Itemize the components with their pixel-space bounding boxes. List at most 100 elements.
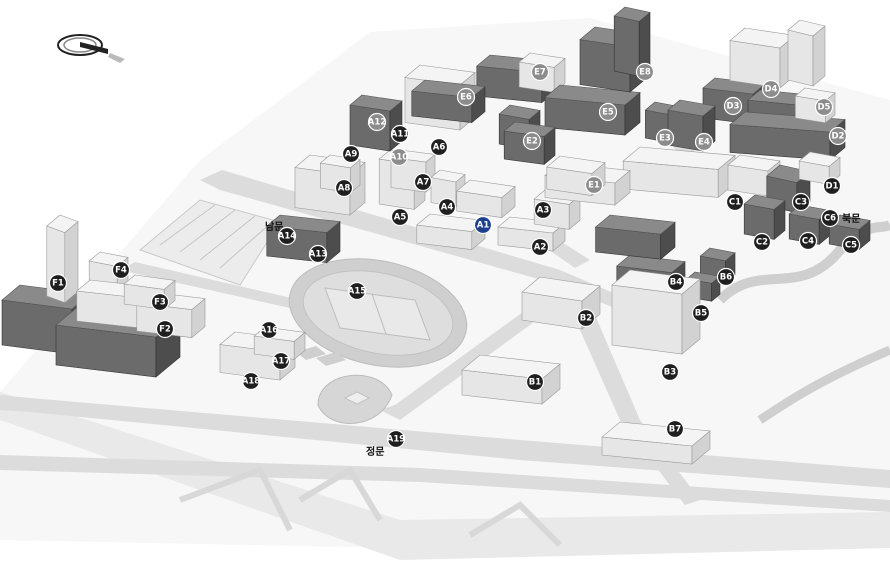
marker-e4[interactable]: E4 (694, 132, 714, 152)
marker-e7[interactable]: E7 (530, 62, 550, 82)
marker-a17[interactable]: A17 (271, 351, 291, 371)
marker-label: E2 (526, 137, 538, 147)
marker-e8[interactable]: E8 (635, 62, 655, 82)
marker-c5[interactable]: C5 (841, 235, 861, 255)
marker-a14[interactable]: A14 (277, 226, 297, 246)
marker-a11[interactable]: A11 (390, 124, 410, 144)
marker-c1[interactable]: C1 (725, 192, 745, 212)
marker-e6[interactable]: E6 (456, 87, 476, 107)
marker-label: B7 (669, 425, 681, 435)
marker-b4[interactable]: B4 (666, 272, 686, 292)
marker-f4[interactable]: F4 (111, 260, 131, 280)
marker-e5[interactable]: E5 (598, 102, 618, 122)
marker-circle (576, 308, 596, 328)
marker-label: B5 (695, 309, 707, 319)
main-gate-label: 정문 (366, 445, 384, 458)
marker-circle (694, 132, 714, 152)
marker-a18[interactable]: A18 (242, 371, 260, 391)
marker-f1[interactable]: F1 (48, 273, 68, 293)
marker-label: E6 (460, 93, 472, 103)
marker-c2[interactable]: C2 (752, 232, 772, 252)
marker-circle (530, 62, 550, 82)
marker-b7[interactable]: B7 (665, 419, 685, 439)
marker-label: A9 (345, 150, 358, 160)
marker-a8[interactable]: A8 (334, 178, 354, 198)
marker-label: E4 (698, 138, 710, 148)
marker-a9[interactable]: A9 (341, 144, 361, 164)
marker-label: A8 (338, 184, 351, 194)
marker-label: B2 (580, 314, 592, 324)
marker-circle (822, 176, 842, 196)
marker-label: C4 (802, 237, 814, 247)
building-block (729, 27, 796, 89)
marker-c4[interactable]: C4 (798, 231, 818, 251)
marker-circle (390, 124, 410, 144)
marker-e2[interactable]: E2 (522, 131, 542, 151)
marker-label: E8 (639, 68, 651, 78)
marker-label: E5 (602, 108, 614, 118)
marker-a7[interactable]: A7 (413, 172, 433, 192)
marker-circle (390, 207, 410, 227)
marker-a4[interactable]: A4 (437, 197, 457, 217)
south-gate-label: 남문 (265, 220, 283, 233)
marker-label: B1 (529, 378, 541, 388)
marker-circle (725, 192, 745, 212)
marker-circle (828, 126, 848, 146)
marker-d3[interactable]: D3 (723, 96, 743, 116)
building-block (521, 276, 601, 330)
building-block (798, 151, 841, 186)
marker-d1[interactable]: D1 (822, 176, 842, 196)
marker-a2[interactable]: A2 (530, 237, 550, 257)
building-block (601, 421, 711, 465)
marker-label: A11 (391, 130, 409, 140)
marker-circle (389, 147, 409, 167)
marker-a12[interactable]: A12 (367, 112, 387, 132)
marker-c3[interactable]: C3 (791, 192, 811, 212)
marker-b3[interactable]: B3 (660, 362, 680, 382)
marker-a10[interactable]: A10 (389, 147, 409, 167)
marker-b1[interactable]: B1 (525, 372, 545, 392)
marker-a6[interactable]: A6 (429, 137, 449, 157)
marker-circle (277, 226, 297, 246)
building-block (411, 79, 486, 124)
marker-label: A17 (272, 357, 290, 367)
marker-b6[interactable]: B6 (716, 267, 736, 287)
marker-circle (655, 128, 675, 148)
marker-a1[interactable]: A1 (473, 215, 493, 235)
marker-label: A12 (368, 118, 386, 128)
marker-c6[interactable]: C6 (820, 208, 840, 228)
building-block (622, 146, 736, 199)
marker-b5[interactable]: B5 (691, 303, 711, 323)
marker-circle (522, 131, 542, 151)
marker-d5[interactable]: D5 (814, 97, 834, 117)
marker-a13[interactable]: A13 (308, 244, 328, 264)
marker-a19[interactable]: A19 (387, 429, 405, 449)
marker-circle (259, 320, 279, 340)
marker-f2[interactable]: F2 (155, 319, 175, 339)
marker-circle (271, 351, 291, 371)
marker-circle (367, 112, 387, 132)
building-block (667, 99, 716, 152)
marker-circle (598, 102, 618, 122)
marker-e1[interactable]: E1 (584, 175, 604, 195)
marker-d4[interactable]: D4 (761, 79, 781, 99)
marker-d2[interactable]: D2 (828, 126, 848, 146)
marker-label: F4 (115, 266, 127, 276)
marker-a3[interactable]: A3 (533, 200, 553, 220)
marker-a16[interactable]: A16 (259, 320, 279, 340)
marker-b2[interactable]: B2 (576, 308, 596, 328)
marker-e3[interactable]: E3 (655, 128, 675, 148)
marker-label: B4 (670, 278, 682, 288)
marker-label: A15 (348, 287, 366, 297)
marker-circle (308, 244, 328, 264)
marker-f3[interactable]: F3 (150, 292, 170, 312)
marker-label: C2 (756, 238, 768, 248)
building-block (743, 194, 786, 241)
marker-label: A14 (278, 232, 296, 242)
marker-label: C3 (795, 198, 807, 208)
marker-a15[interactable]: A15 (348, 281, 366, 301)
marker-circle (761, 79, 781, 99)
marker-a5[interactable]: A5 (390, 207, 410, 227)
